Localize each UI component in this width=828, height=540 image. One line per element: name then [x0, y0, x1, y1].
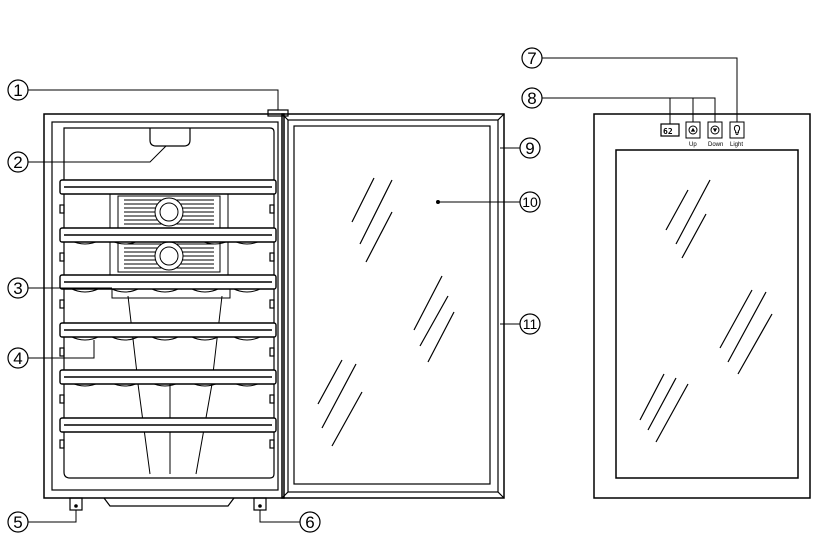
control-panel: 62 Up Down Light: [661, 122, 744, 148]
light-bulb-icon: [734, 126, 739, 135]
callout-9: 9: [520, 138, 540, 158]
callout-1: 1: [8, 80, 28, 100]
closed-door-reflections: [640, 180, 772, 442]
svg-text:6: 6: [305, 513, 314, 532]
svg-text:2: 2: [13, 153, 22, 172]
callout-10: 10: [520, 192, 540, 212]
svg-text:5: 5: [13, 513, 22, 532]
svg-text:3: 3: [13, 279, 22, 298]
light-button[interactable]: [730, 122, 744, 138]
callout-3: 3: [8, 278, 28, 298]
svg-text:11: 11: [523, 316, 538, 332]
triangle-up-icon: [691, 128, 695, 132]
up-label: Up: [689, 142, 697, 148]
svg-text:9: 9: [525, 139, 534, 158]
front-foot-right: [254, 498, 266, 510]
svg-text:8: 8: [527, 89, 536, 108]
svg-text:4: 4: [13, 349, 22, 368]
callout-2: 2: [8, 152, 28, 172]
svg-text:10: 10: [522, 194, 538, 210]
callout-4: 4: [8, 348, 28, 368]
display-value: 62: [663, 127, 673, 136]
callout-7: 7: [522, 48, 542, 68]
front-foot-left: [70, 498, 82, 510]
interior-light: [150, 128, 190, 146]
callout-6: 6: [300, 512, 320, 532]
callout-11: 11: [520, 314, 540, 334]
callout-5: 5: [8, 512, 28, 532]
cabinet: [44, 110, 288, 498]
svg-text:1: 1: [13, 81, 22, 100]
down-label: Down: [708, 142, 723, 148]
svg-text:7: 7: [527, 49, 536, 68]
glass-door-open: [282, 114, 504, 498]
light-label: Light: [730, 142, 743, 148]
top-hinge: [268, 110, 288, 116]
closed-door: [594, 114, 810, 498]
callout-8: 8: [522, 88, 542, 108]
glass-reflections: [318, 178, 454, 446]
base: [70, 498, 266, 510]
triangle-down-icon: [713, 128, 717, 132]
